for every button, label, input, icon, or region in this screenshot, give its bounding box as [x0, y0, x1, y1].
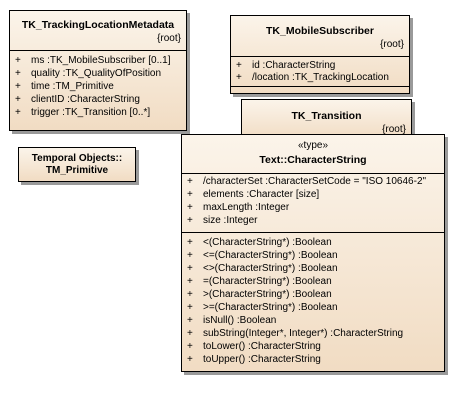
attributes-compartment: + id :CharacterString + /location :TK_Trac… [231, 57, 409, 87]
operation-row[interactable]: + toUpper() :CharacterString [187, 354, 321, 366]
attribute-text: id :CharacterString [252, 60, 336, 71]
attribute-text: /characterSet :CharacterSetCode = "ISO 1… [203, 176, 427, 187]
visibility-marker: + [15, 55, 21, 66]
attribute-text: elements :Character [size] [203, 189, 320, 200]
class-header: TK_TrackingLocationMetadata {root} [10, 11, 186, 51]
class-root-tag: {root} [157, 33, 181, 44]
operation-row[interactable]: + toLower() :CharacterString [187, 341, 321, 353]
visibility-marker: + [187, 276, 193, 287]
operation-text: subString(Integer*, Integer*) :Character… [203, 328, 404, 339]
attribute-text: time :TM_Primitive [31, 81, 114, 92]
visibility-marker: + [187, 341, 193, 352]
operation-row[interactable]: + =(CharacterString*) :Boolean [187, 276, 332, 288]
operation-row[interactable]: + <=(CharacterString*) :Boolean [187, 250, 338, 262]
attribute-row[interactable]: + /location :TK_TrackingLocation [236, 72, 389, 84]
class-header: TK_MobileSubscriber {root} [231, 16, 409, 57]
visibility-marker: + [15, 81, 21, 92]
operation-text: <=(CharacterString*) :Boolean [203, 250, 338, 261]
visibility-marker: + [187, 202, 193, 213]
visibility-marker: + [187, 215, 193, 226]
visibility-marker: + [187, 302, 193, 313]
operation-text: =(CharacterString*) :Boolean [203, 276, 332, 287]
class-stereotype: «type» [297, 140, 329, 151]
attribute-row[interactable]: + quality :TK_QualityOfPosition [15, 68, 161, 80]
visibility-marker: + [187, 189, 193, 200]
operation-text: <>(CharacterString*) :Boolean [203, 263, 338, 274]
package-name: Temporal Objects:: [31, 153, 123, 164]
operation-row[interactable]: + isNull() :Boolean [187, 315, 276, 327]
operation-text: toLower() :CharacterString [203, 341, 321, 352]
class-tk-mobile-subscriber[interactable]: TK_MobileSubscriber {root} + id :Characte… [230, 15, 410, 94]
attribute-row[interactable]: + id :CharacterString [236, 60, 335, 72]
class-name: TK_Transition [291, 110, 362, 122]
visibility-marker: + [187, 237, 193, 248]
attribute-text: quality :TK_QualityOfPosition [31, 68, 162, 79]
class-root-tag: {root} [380, 39, 404, 50]
visibility-marker: + [15, 94, 21, 105]
attribute-text: ms :TK_MobileSubscriber [0..1] [31, 55, 171, 66]
operation-text: >=(CharacterString*) :Boolean [203, 302, 338, 313]
operation-text: isNull() :Boolean [203, 315, 277, 326]
operation-row[interactable]: + subString(Integer*, Integer*) :Characte… [187, 328, 403, 340]
class-tk-tracking-location-metadata[interactable]: TK_TrackingLocationMetadata {root} + ms :… [9, 10, 187, 131]
operation-row[interactable]: + >(CharacterString*) :Boolean [187, 289, 332, 301]
visibility-marker: + [236, 72, 242, 83]
visibility-marker: + [236, 60, 242, 71]
visibility-marker: + [187, 315, 193, 326]
visibility-marker: + [187, 176, 193, 187]
class-header: «type» Text::CharacterString [182, 135, 444, 174]
attribute-row[interactable]: + /characterSet :CharacterSetCode = "ISO … [187, 176, 426, 188]
operation-text: >(CharacterString*) :Boolean [203, 289, 332, 300]
operation-text: <(CharacterString*) :Boolean [203, 237, 332, 248]
class-root-tag: {root} [382, 124, 406, 135]
attribute-row[interactable]: + elements :Character [size] [187, 189, 319, 201]
class-name: Text::CharacterString [259, 154, 367, 166]
class-text-character-string[interactable]: «type» Text::CharacterString + /character… [181, 134, 445, 372]
attributes-compartment: + /characterSet :CharacterSetCode = "ISO … [182, 174, 444, 233]
visibility-marker: + [187, 328, 193, 339]
class-tm-primitive[interactable]: Temporal Objects:: TM_Primitive [18, 147, 136, 182]
class-name: TM_Primitive [45, 165, 109, 176]
class-name: TK_MobileSubscriber [266, 25, 374, 37]
attribute-text: size :Integer [203, 215, 258, 226]
attribute-row[interactable]: + ms :TK_MobileSubscriber [0..1] [15, 55, 171, 67]
visibility-marker: + [187, 250, 193, 261]
visibility-marker: + [187, 263, 193, 274]
attribute-row[interactable]: + clientID :CharacterString [15, 94, 140, 106]
visibility-marker: + [15, 107, 21, 118]
attribute-text: maxLength :Integer [203, 202, 290, 213]
attribute-text: trigger :TK_Transition [0..*] [31, 107, 151, 118]
attribute-row[interactable]: + size :Integer [187, 215, 257, 227]
visibility-marker: + [187, 289, 193, 300]
operation-text: toUpper() :CharacterString [203, 354, 321, 365]
operation-row[interactable]: + >=(CharacterString*) :Boolean [187, 302, 338, 314]
class-name: TK_TrackingLocationMetadata [21, 19, 175, 31]
visibility-marker: + [15, 68, 21, 79]
attribute-text: /location :TK_TrackingLocation [252, 72, 389, 83]
attribute-row[interactable]: + trigger :TK_Transition [0..*] [15, 107, 150, 119]
operations-compartment: + <(CharacterString*) :Boolean + <=(Charac… [182, 233, 444, 371]
operation-row[interactable]: + <(CharacterString*) :Boolean [187, 237, 332, 249]
attribute-row[interactable]: + time :TM_Primitive [15, 81, 114, 93]
attributes-compartment: + ms :TK_MobileSubscriber [0..1] + quality… [10, 51, 186, 130]
attribute-text: clientID :CharacterString [31, 94, 140, 105]
attribute-row[interactable]: + maxLength :Integer [187, 202, 289, 214]
operation-row[interactable]: + <>(CharacterString*) :Boolean [187, 263, 338, 275]
visibility-marker: + [187, 354, 193, 365]
